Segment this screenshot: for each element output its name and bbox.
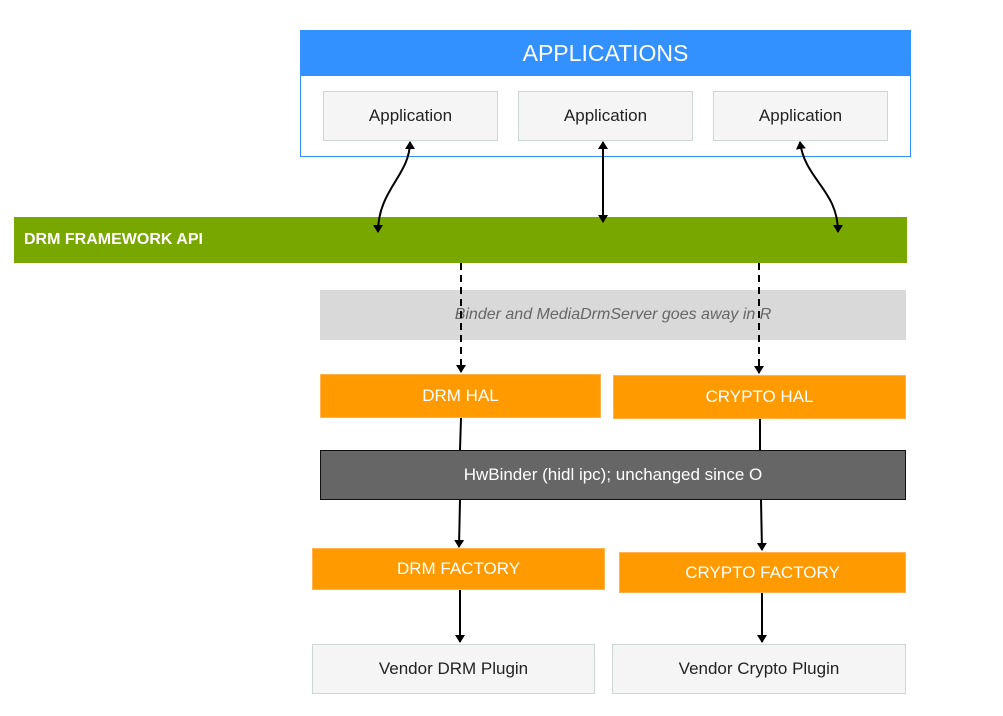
hwbinder-bar: HwBinder (hidl ipc); unchanged since O <box>320 450 906 500</box>
applications-group: APPLICATIONS Application Application App… <box>300 30 911 157</box>
crypto-factory-box: CRYPTO FACTORY <box>619 552 906 593</box>
vendor-drm-plugin-box: Vendor DRM Plugin <box>312 644 595 694</box>
drm-hal-box: DRM HAL <box>320 374 601 418</box>
drm-hal-hwbinder-line <box>459 417 462 451</box>
crypto-hal-box: CRYPTO HAL <box>613 375 906 419</box>
applications-title: APPLICATIONS <box>301 31 910 76</box>
application-box: Application <box>518 91 693 141</box>
application-box: Application <box>713 91 888 141</box>
vendor-crypto-plugin-box: Vendor Crypto Plugin <box>612 644 906 694</box>
hwbinder-crypto-factory-arrow <box>756 499 767 551</box>
application-box: Application <box>323 91 498 141</box>
drm-factory-box: DRM FACTORY <box>312 548 605 590</box>
binder-note-band: Binder and MediaDrmServer goes away in R <box>320 290 906 340</box>
drm-framework-api-bar: DRM FRAMEWORK API <box>14 217 907 263</box>
hwbinder-drm-factory-arrow <box>454 499 465 548</box>
